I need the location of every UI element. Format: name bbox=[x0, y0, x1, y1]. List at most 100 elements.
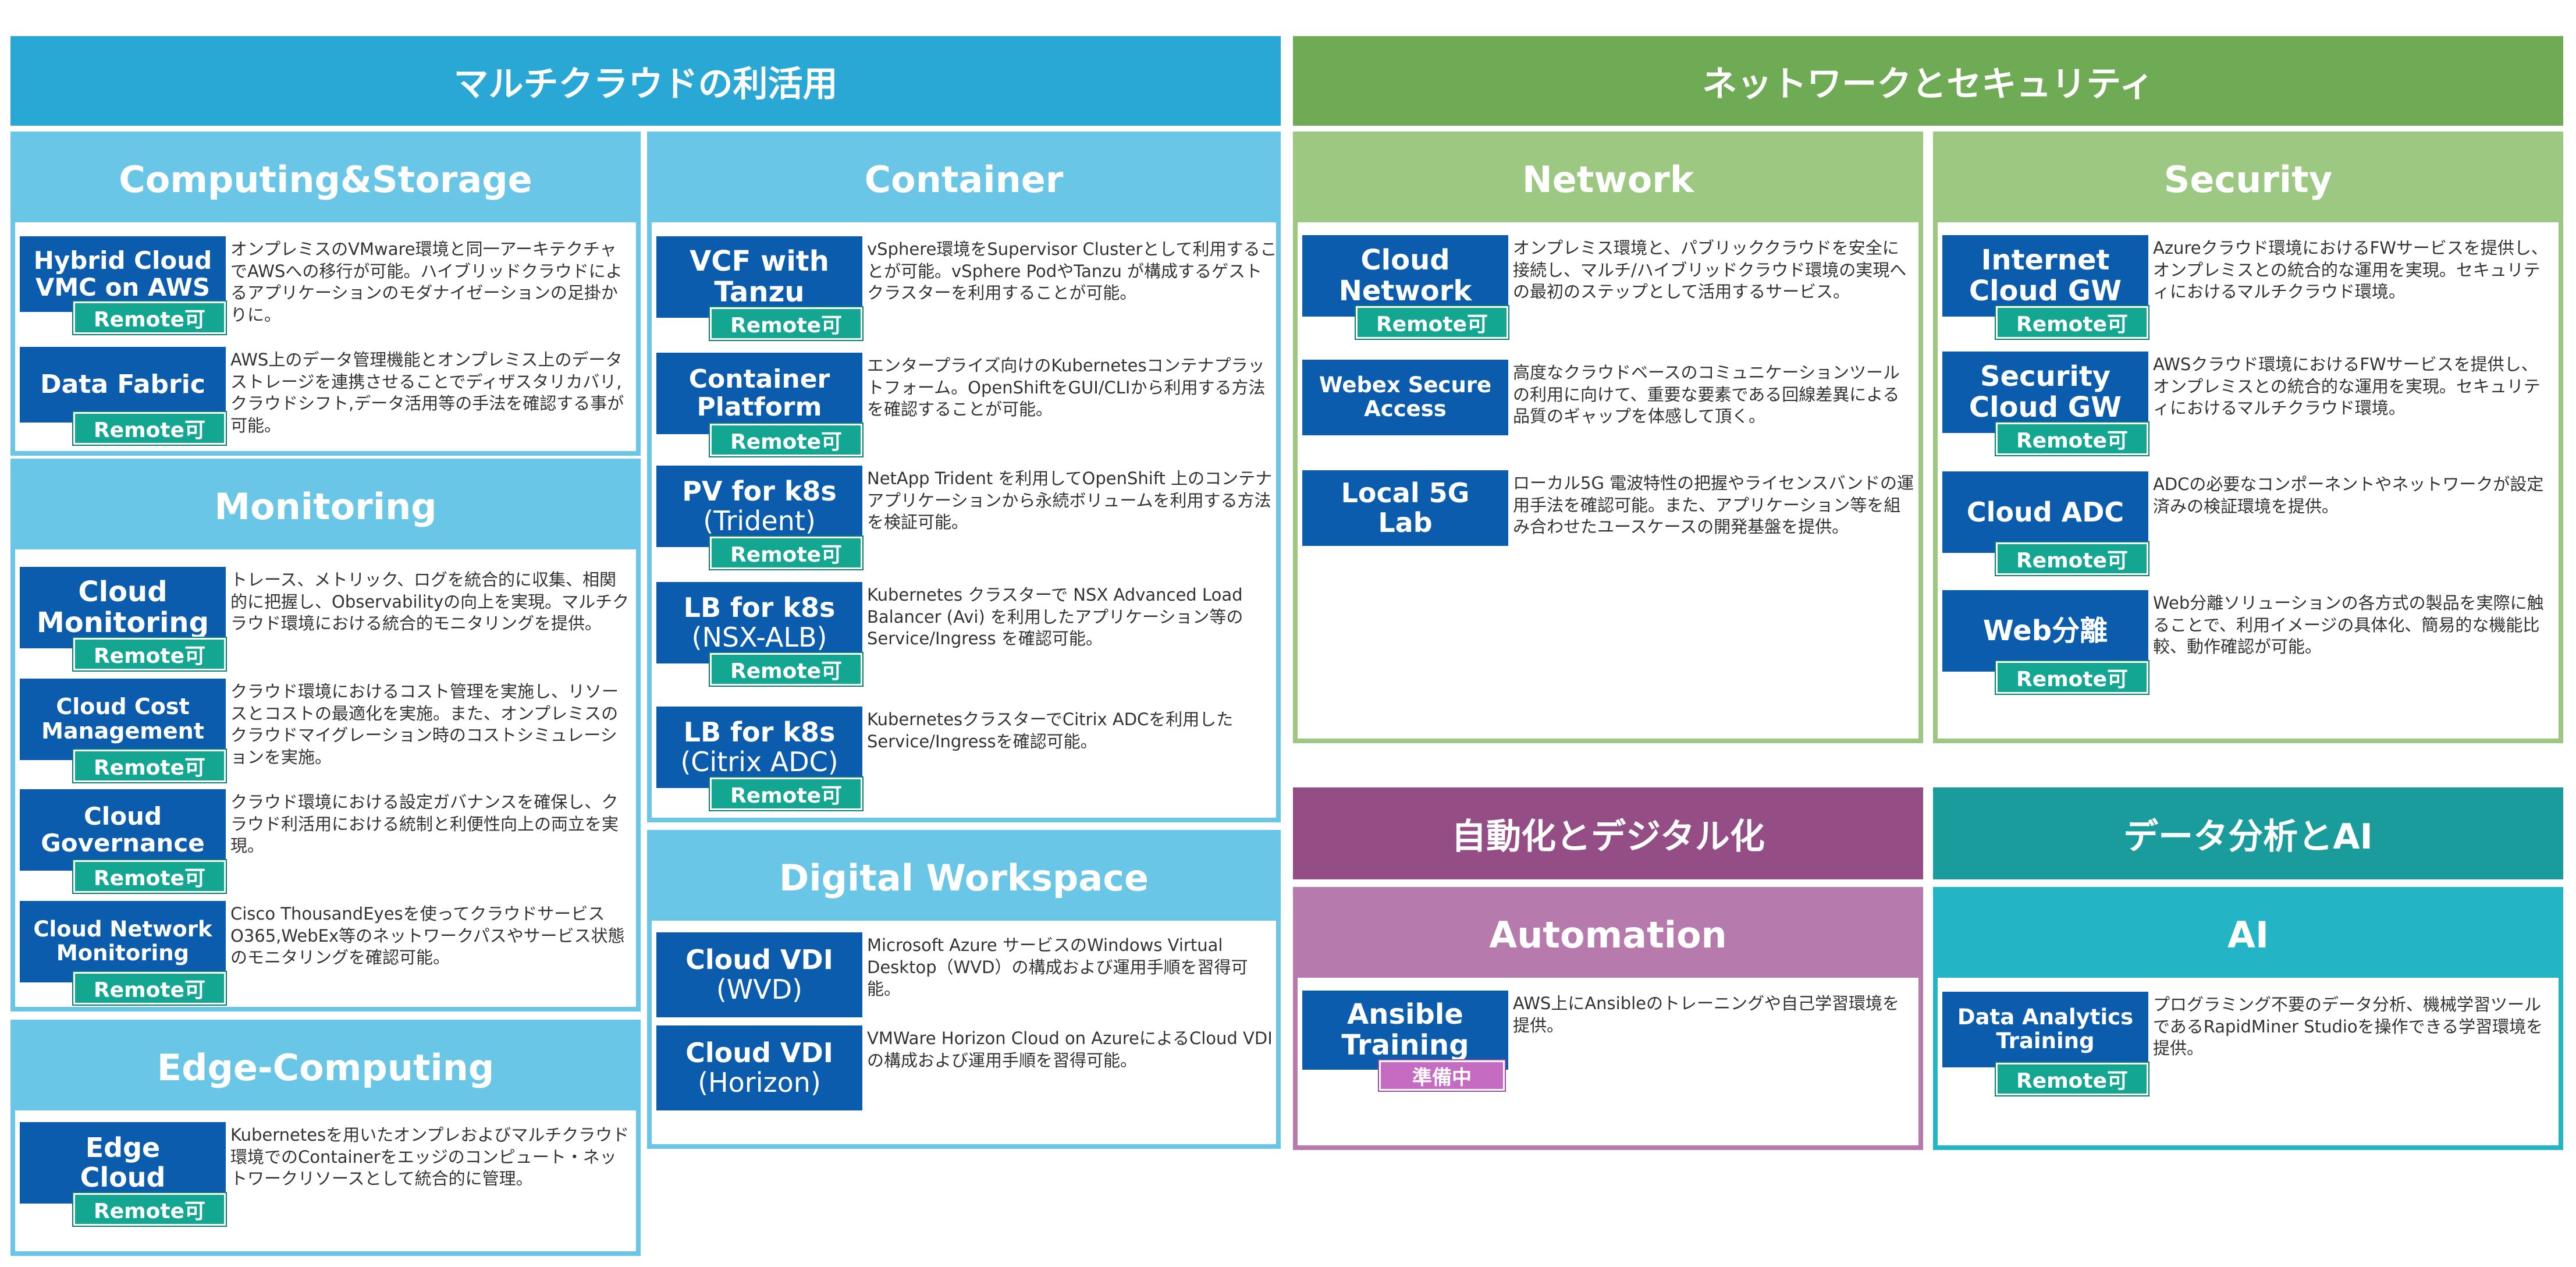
list-item[interactable]: Local 5G Lab ローカル5G 電波特性の把握やライセンスバンドの運用手… bbox=[1302, 470, 1919, 575]
item-name-variant: (Citrix ADC) bbox=[680, 746, 838, 778]
remote-badge: Remote可 bbox=[1995, 421, 2149, 456]
list-item[interactable]: Cloud Monitoring Remote可 トレース、メトリック、ログを統… bbox=[20, 567, 637, 677]
item-description: ローカル5G 電波特性の把握やライセンスバンドの運用手法を確認可能。また、アプリ… bbox=[1513, 473, 1914, 537]
panel-network: Network Cloud Network Remote可 オンプレミス環境と、… bbox=[1293, 132, 1923, 743]
item-description: プログラミング不要のデータ分析、機械学習ツールであるRapidMiner Stu… bbox=[2153, 995, 2543, 1059]
list-item[interactable]: Cloud Network Monitoring Remote可 Cisco T… bbox=[20, 901, 637, 1006]
item-name: PV for k8s (Trident) bbox=[656, 466, 862, 547]
item-name: LB for k8s (Citrix ADC) bbox=[656, 707, 862, 788]
item-name: Webex Secure Access bbox=[1302, 360, 1508, 435]
item-name: Cloud Governance bbox=[20, 789, 226, 871]
remote-badge: Remote可 bbox=[1995, 660, 2149, 695]
remote-badge: Remote可 bbox=[72, 1192, 227, 1227]
remote-badge: Remote可 bbox=[709, 652, 864, 687]
list-item[interactable]: Edge Cloud Remote可 Kubernetesを用いたオンプレおよび… bbox=[20, 1122, 637, 1238]
item-description: ADCの必要なコンポーネントやネットワークが設定済みの検証環境を提供。 bbox=[2153, 474, 2544, 516]
item-name-variant: (Horizon) bbox=[698, 1067, 821, 1098]
remote-badge: Remote可 bbox=[72, 411, 227, 446]
list-item[interactable]: Cloud ADC Remote可 ADCの必要なコンポーネントやネットワークが… bbox=[1942, 471, 2559, 588]
item-name: LB for k8s (NSX-ALB) bbox=[656, 582, 862, 663]
panel-title: Edge-Computing bbox=[15, 1024, 636, 1110]
item-description: Microsoft Azure サービスのWindows Virtual Des… bbox=[867, 935, 1248, 999]
item-name: Local 5G Lab bbox=[1302, 470, 1508, 546]
panel-digital-workspace: Digital Workspace Cloud VDI (WVD) Micros… bbox=[647, 830, 1281, 1149]
item-description: NetApp Trident を利用してOpenShift 上のコンテナアプリケ… bbox=[867, 469, 1273, 533]
item-name: Hybrid Cloud VMC on AWS bbox=[20, 236, 226, 312]
item-name: Ansible Training bbox=[1302, 991, 1508, 1070]
list-item[interactable]: Ansible Training 準備中 AWS上にAnsibleのトレーニング… bbox=[1302, 991, 1919, 1107]
item-name-main: LB for k8s bbox=[683, 716, 836, 748]
panel-automation: Automation Ansible Training 準備中 AWS上にAns… bbox=[1293, 887, 1923, 1150]
item-description: vSphere環境をSupervisor Clusterとして利用することが可能… bbox=[867, 239, 1277, 303]
list-item[interactable]: Webex Secure Access 高度なクラウドベースのコミュニケーション… bbox=[1302, 360, 1919, 464]
category-header-network-security: ネットワークとセキュリティ bbox=[1293, 36, 2563, 126]
remote-badge: Remote可 bbox=[72, 300, 227, 335]
remote-badge: Remote可 bbox=[72, 637, 227, 672]
list-item[interactable]: Security Cloud GW Remote可 AWSクラウド環境におけるF… bbox=[1942, 352, 2559, 468]
item-name: Edge Cloud bbox=[20, 1122, 226, 1204]
list-item[interactable]: Data Fabric Remote可 AWS上のデータ管理機能とオンプレミス上… bbox=[20, 347, 637, 452]
panel-ai: AI Data Analytics Training Remote可 プログラミ… bbox=[1933, 887, 2563, 1150]
list-item[interactable]: Cloud Cost Management Remote可 クラウド環境における… bbox=[20, 679, 637, 789]
remote-badge: Remote可 bbox=[709, 423, 864, 457]
item-name: Container Platform bbox=[656, 353, 862, 434]
panel-title: Security bbox=[1938, 136, 2559, 222]
item-name: Data Fabric bbox=[20, 347, 226, 423]
panel-title: Container bbox=[652, 136, 1276, 222]
list-item[interactable]: Cloud VDI (WVD) Microsoft Azure サービスのWin… bbox=[656, 932, 1276, 1020]
item-description: AWS上にAnsibleのトレーニングや自己学習環境を提供。 bbox=[1513, 993, 1900, 1035]
list-item[interactable]: PV for k8s (Trident) Remote可 NetApp Trid… bbox=[656, 466, 1276, 582]
item-description: 高度なクラウドベースのコミュニケーションツールの利用に向けて、重要な要素である回… bbox=[1513, 363, 1900, 427]
item-name: Web分離 bbox=[1942, 590, 2148, 672]
item-name: Cloud VDI (Horizon) bbox=[656, 1025, 862, 1110]
list-item[interactable]: Web分離 Remote可 Web分離ソリューションの各方式の製品を実際に触るこ… bbox=[1942, 590, 2559, 707]
list-item[interactable]: Cloud Network Remote可 オンプレミス環境と、パブリッククラウ… bbox=[1302, 235, 1919, 352]
panel-monitoring: Monitoring Cloud Monitoring Remote可 トレース… bbox=[10, 459, 641, 1012]
item-description: オンプレミス環境と、パブリッククラウドを安全に接続し、マルチ/ハイブリッドクラウ… bbox=[1513, 238, 1907, 302]
panel-title: Network bbox=[1298, 136, 1918, 222]
pending-badge: 準備中 bbox=[1378, 1059, 1506, 1092]
remote-badge: Remote可 bbox=[1355, 305, 1509, 340]
item-name: Internet Cloud GW bbox=[1942, 235, 2148, 317]
item-description: エンタープライズ向けのKubernetesコンテナプラットフォーム。OpenSh… bbox=[867, 356, 1266, 420]
list-item[interactable]: Hybrid Cloud VMC on AWS Remote可 オンプレミスのV… bbox=[20, 236, 637, 347]
item-description: オンプレミスのVMware環境と同一アーキテクチャでAWSへの移行が可能。ハイブ… bbox=[230, 239, 623, 325]
item-description: AWSクラウド環境におけるFWサービスを提供し、オンプレミスとの統合的な運用を実… bbox=[2153, 354, 2541, 418]
list-item[interactable]: LB for k8s (NSX-ALB) Remote可 Kubernetes … bbox=[656, 582, 1276, 698]
list-item[interactable]: Data Analytics Training Remote可 プログラミング不… bbox=[1942, 992, 2559, 1108]
list-item[interactable]: Internet Cloud GW Remote可 Azureクラウド環境におけ… bbox=[1942, 235, 2559, 352]
item-description: クラウド環境における設定ガバナンスを確保し、クラウド利活用における統制と利便性向… bbox=[230, 792, 619, 856]
list-item[interactable]: Cloud Governance Remote可 クラウド環境における設定ガバナ… bbox=[20, 789, 637, 900]
remote-badge: Remote可 bbox=[709, 776, 864, 811]
item-name: Cloud Cost Management bbox=[20, 679, 226, 760]
list-item[interactable]: Cloud VDI (Horizon) VMWare Horizon Cloud… bbox=[656, 1025, 1276, 1113]
item-name-main: PV for k8s bbox=[682, 475, 837, 507]
item-name-main: Cloud VDI bbox=[685, 1037, 833, 1069]
remote-badge: Remote可 bbox=[72, 859, 227, 894]
remote-badge: Remote可 bbox=[1995, 305, 2149, 340]
item-name-variant: (WVD) bbox=[716, 974, 803, 1005]
item-description: Azureクラウド環境におけるFWサービスを提供し、オンプレミスとの統合的な運用… bbox=[2153, 238, 2548, 302]
panel-title: AI bbox=[1938, 892, 2559, 978]
remote-badge: Remote可 bbox=[1995, 1062, 2149, 1096]
list-item[interactable]: LB for k8s (Citrix ADC) Remote可 Kubernet… bbox=[656, 707, 1276, 823]
item-name: Cloud VDI (WVD) bbox=[656, 932, 862, 1017]
item-name: Data Analytics Training bbox=[1942, 992, 2148, 1067]
panel-computing-storage: Computing&Storage Hybrid Cloud VMC on AW… bbox=[10, 132, 641, 456]
list-item[interactable]: Container Platform Remote可 エンタープライズ向けのKu… bbox=[656, 353, 1276, 469]
item-name: Cloud Monitoring bbox=[20, 567, 226, 648]
remote-badge: Remote可 bbox=[709, 306, 864, 341]
item-description: Kubernetes クラスターで NSX Advanced Load Bala… bbox=[867, 585, 1243, 649]
list-item[interactable]: VCF with Tanzu Remote可 vSphere環境をSupervi… bbox=[656, 236, 1277, 353]
item-name-main: Cloud VDI bbox=[685, 944, 833, 976]
item-name-variant: (Trident) bbox=[703, 505, 816, 537]
remote-badge: Remote可 bbox=[1995, 541, 2149, 576]
panel-title: Monitoring bbox=[15, 463, 636, 549]
panel-security: Security Internet Cloud GW Remote可 Azure… bbox=[1933, 132, 2563, 743]
panel-edge-computing: Edge-Computing Edge Cloud Remote可 Kubern… bbox=[10, 1020, 641, 1256]
item-name: Security Cloud GW bbox=[1942, 352, 2148, 433]
item-description: クラウド環境におけるコスト管理を実施し、リソースとコストの最適化を実施。また、オ… bbox=[230, 682, 619, 768]
item-description: Cisco ThousandEyesを使ってクラウドサービスO365,WebEx… bbox=[230, 904, 625, 968]
item-name: VCF with Tanzu bbox=[656, 236, 862, 318]
item-description: Kubernetesを用いたオンプレおよびマルチクラウド環境でのContaine… bbox=[230, 1125, 630, 1189]
